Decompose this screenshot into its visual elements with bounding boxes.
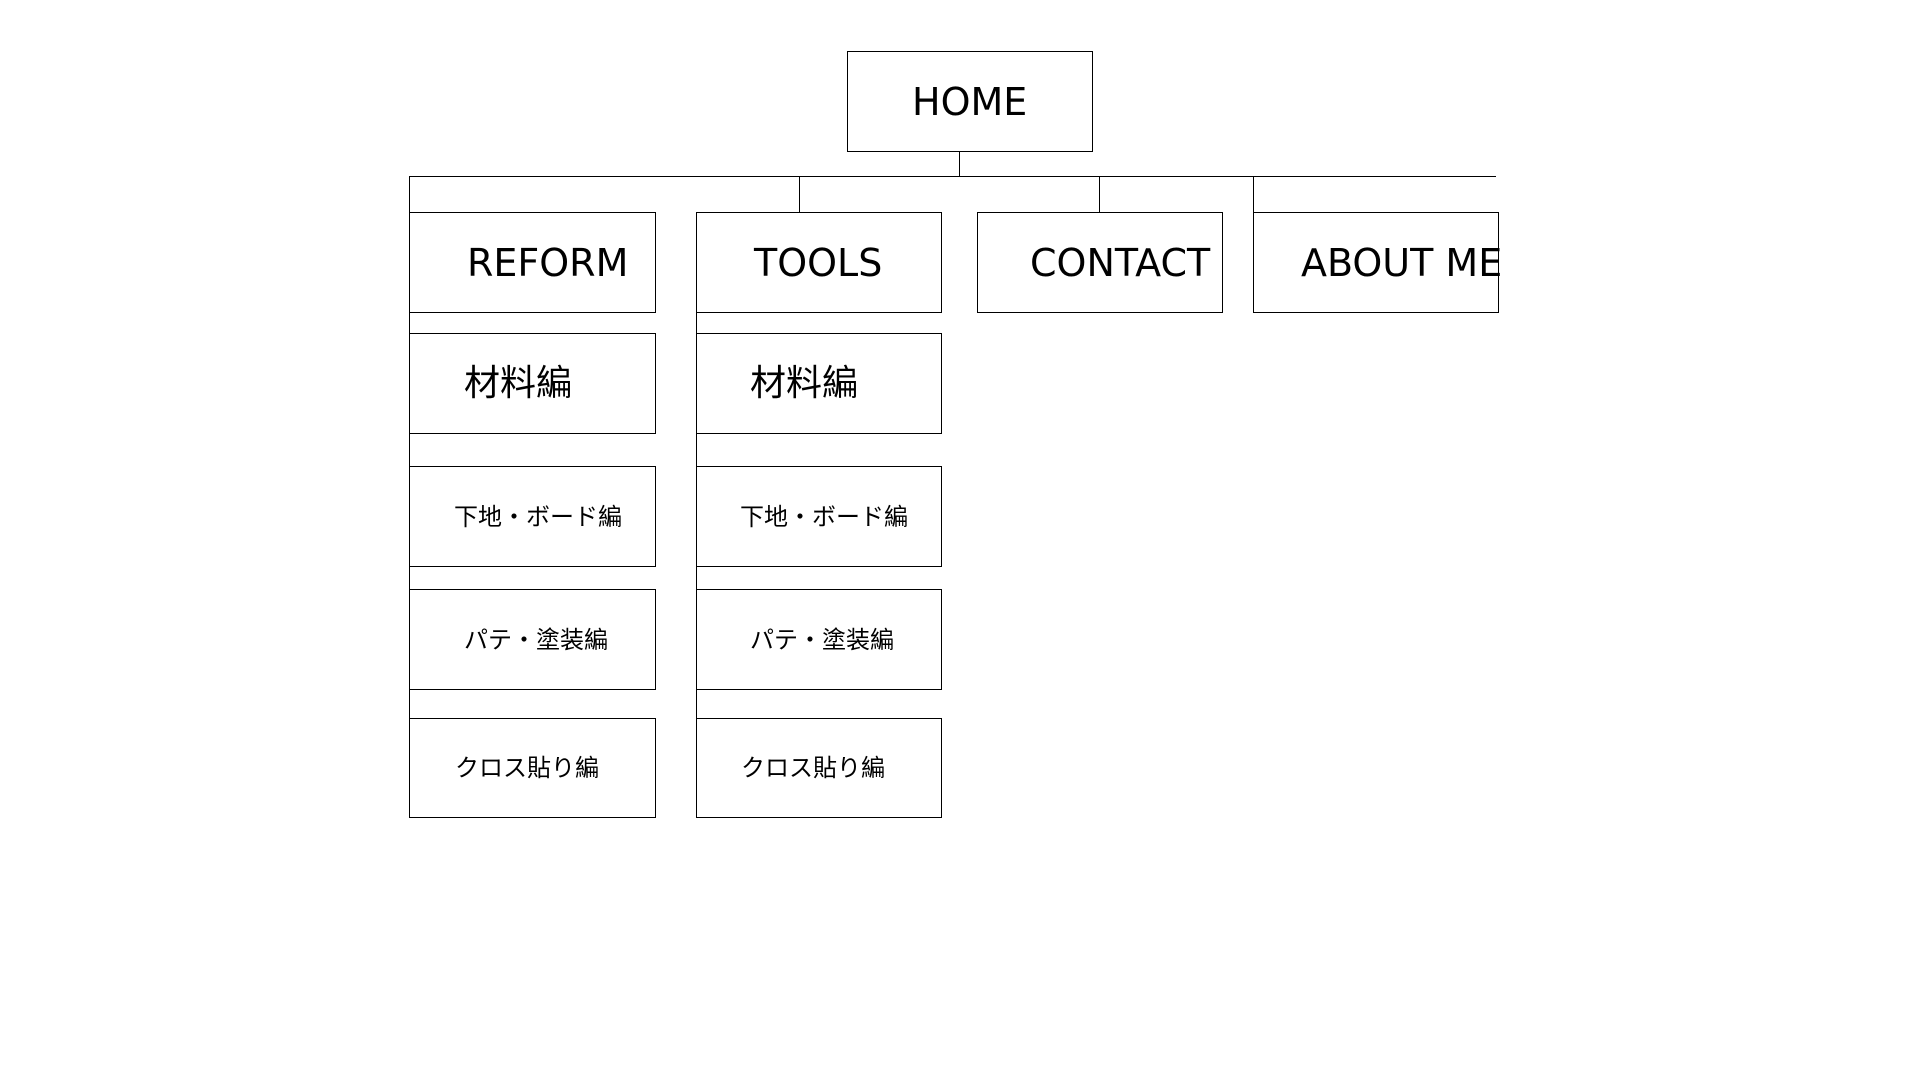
tools-child-box: 下地・ボード編	[696, 466, 942, 567]
home-box: HOME	[847, 51, 1093, 152]
reform-label: REFORM	[467, 240, 629, 285]
tools-label: TOOLS	[754, 240, 883, 285]
reform-child-label: クロス貼り編	[455, 754, 599, 782]
tools-child-box: 材料編	[696, 333, 942, 434]
contact-stem-line	[1099, 176, 1100, 213]
tools-stem-line	[799, 176, 800, 213]
home-stem-line	[959, 152, 960, 177]
reform-child-box: 下地・ボード編	[409, 466, 656, 567]
tools-child-label: クロス貼り編	[741, 754, 885, 782]
reform-child-box: クロス貼り編	[409, 718, 656, 818]
contact-label: CONTACT	[1030, 240, 1211, 285]
reform-child-box: 材料編	[409, 333, 656, 434]
tools-child-label: 下地・ボード編	[740, 502, 908, 531]
about-me-label: ABOUT ME	[1301, 240, 1503, 285]
tools-child-label: パテ・塗装編	[750, 625, 894, 654]
about-stem-line	[1253, 176, 1254, 213]
about-me-box: ABOUT ME	[1253, 212, 1503, 313]
tools-child-box: パテ・塗装編	[696, 589, 942, 690]
home-label: HOME	[912, 79, 1028, 124]
main-horizontal-line	[409, 176, 1496, 177]
reform-child-label: パテ・塗装編	[464, 625, 608, 654]
reform-child-label: 下地・ボード編	[454, 502, 622, 531]
reform-child-label: 材料編	[464, 362, 573, 404]
contact-box: CONTACT	[977, 212, 1223, 313]
reform-child-box: パテ・塗装編	[409, 589, 656, 690]
tools-child-label: 材料編	[750, 362, 859, 404]
reform-box: REFORM	[409, 212, 656, 313]
tools-box: TOOLS	[696, 212, 942, 313]
tools-child-box: クロス貼り編	[696, 718, 942, 818]
